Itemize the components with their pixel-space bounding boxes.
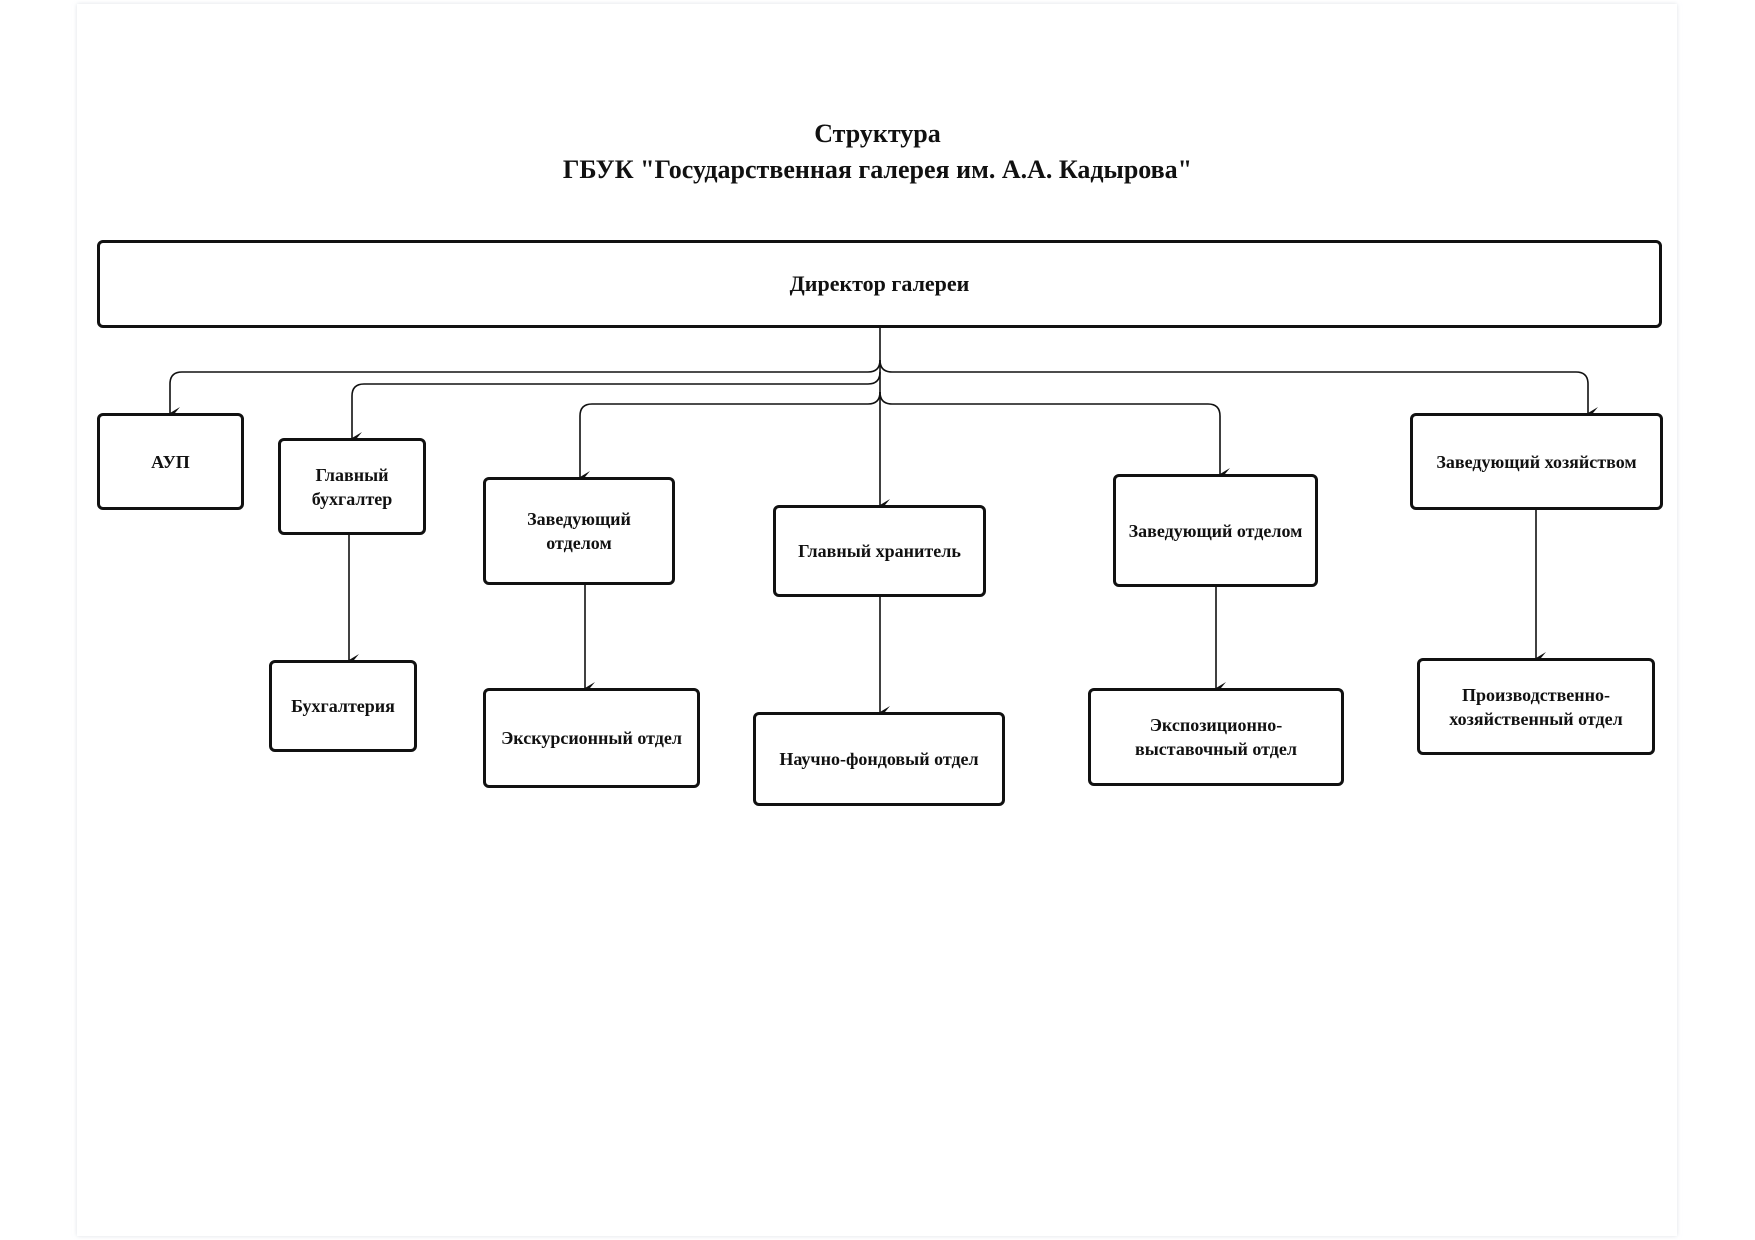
diagram-title: Структура — [814, 119, 941, 148]
diagram-subtitle: ГБУК "Государственная галерея им. А.А. К… — [562, 155, 1193, 184]
node-head-dept-2: Заведующий отделом — [1113, 474, 1318, 587]
node-label: Производственно-хозяйственный отдел — [1449, 684, 1623, 729]
node-label: Директор галереи — [789, 271, 970, 296]
node-production-dept: Производственно-хозяйственный отдел — [1417, 658, 1655, 755]
node-director: Директор галереи — [97, 240, 1662, 328]
node-label: Научно-фондовый отдел — [779, 749, 979, 769]
node-label: Главный хранитель — [798, 541, 961, 561]
node-aup: АУП — [97, 413, 244, 510]
node-label: Заведующий хозяйством — [1436, 451, 1637, 472]
node-label: Экскурсионный отдел — [501, 728, 682, 748]
node-accounting: Бухгалтерия — [269, 660, 417, 752]
node-label: Заведующий отделом — [527, 509, 631, 553]
node-chief-accountant: Главный бухгалтер — [278, 438, 426, 535]
node-label: АУП — [151, 451, 190, 472]
node-label: Заведующий отделом — [1128, 520, 1303, 541]
node-label: Бухгалтерия — [291, 696, 395, 716]
node-head-dept-1: Заведующий отделом — [483, 477, 675, 585]
node-excursion-dept: Экскурсионный отдел — [483, 688, 700, 788]
node-scientific-fund-dept: Научно-фондовый отдел — [753, 712, 1005, 806]
node-household-manager: Заведующий хозяйством — [1410, 413, 1663, 510]
document-page — [77, 4, 1677, 1236]
node-chief-curator: Главный хранитель — [773, 505, 986, 597]
node-exposition-dept: Экспозиционно-выставочный отдел — [1088, 688, 1344, 786]
node-label: Главный бухгалтер — [311, 464, 393, 509]
node-label: Экспозиционно-выставочный отдел — [1135, 715, 1297, 759]
